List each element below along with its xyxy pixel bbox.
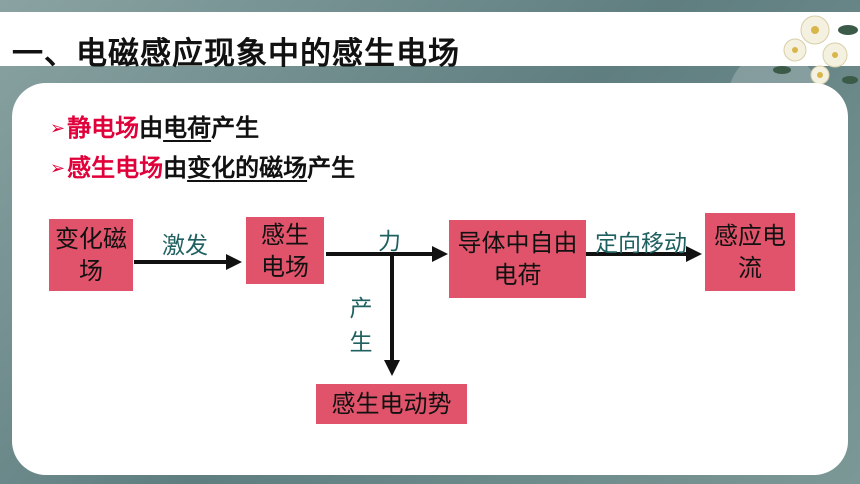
bullet-term: 静电场 xyxy=(67,114,140,142)
box-free-charges-in-conductor: 导体中自由电荷 xyxy=(449,220,586,298)
label-produce: 产生 xyxy=(349,296,373,356)
bullet-text: 由 xyxy=(139,114,164,142)
bullet-term: 感生电场 xyxy=(67,154,164,182)
label-directional-motion: 定向移动 xyxy=(595,231,687,257)
bullet-underlined: 变化的磁场 xyxy=(187,154,308,182)
flower-decoration-icon xyxy=(773,15,858,85)
bullet-text: 产生 xyxy=(307,154,356,182)
bullet-arrow-icon: ➢ xyxy=(50,118,66,139)
box-changing-magnetic-field: 变化磁场 xyxy=(49,219,133,291)
title-bar: 一、电磁感应现象中的感生电场 xyxy=(0,12,860,72)
bullet-static-field: ➢静电场由电荷产生 xyxy=(50,108,259,143)
box-induced-emf: 感生电动势 xyxy=(316,384,467,424)
box-induced-electric-field: 感生电场 xyxy=(246,217,324,284)
label-excite: 激发 xyxy=(162,233,208,259)
bullet-arrow-icon: ➢ xyxy=(50,158,66,179)
bullet-text: 产生 xyxy=(211,114,260,142)
label-force: 力 xyxy=(378,229,401,255)
box-induced-current: 感应电流 xyxy=(705,213,795,291)
bullet-induced-field: ➢感生电场由变化的磁场产生 xyxy=(50,148,355,183)
page-title: 一、电磁感应现象中的感生电场 xyxy=(12,36,460,72)
bullet-underlined: 电荷 xyxy=(163,114,212,142)
bullet-text: 由 xyxy=(163,154,188,182)
